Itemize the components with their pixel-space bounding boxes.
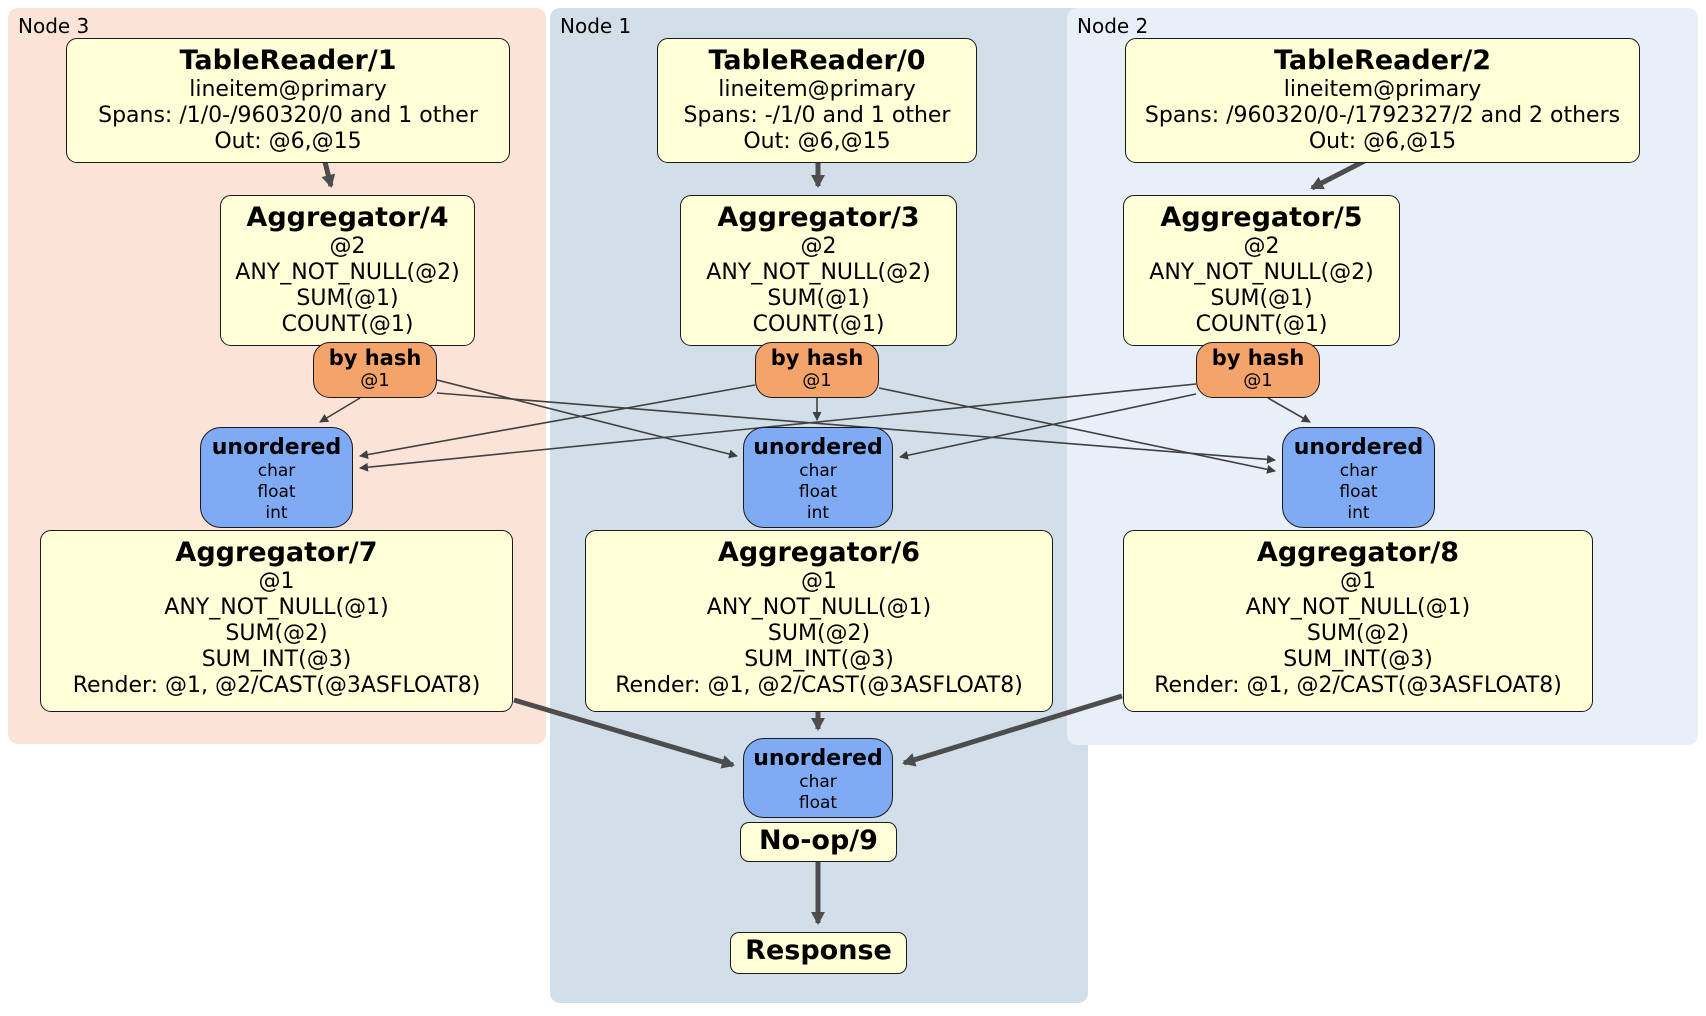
processor-detail: Spans: /1/0-/960320/0 and 1 other [98,103,478,128]
sync-column: int [1347,503,1370,523]
processor-detail: SUM(@2) [767,621,871,646]
processor-aggregator-6: Aggregator/6 @1 ANY_NOT_NULL(@1) SUM(@2)… [585,530,1053,712]
sync-column: char [799,772,837,792]
processor-title: Aggregator/3 [717,202,920,233]
processor-detail: Spans: /960320/0-/1792327/2 and 2 others [1144,103,1621,128]
processor-detail: ANY_NOT_NULL(@2) [1149,260,1374,285]
processor-title: TableReader/0 [708,45,926,76]
processor-tablereader-1: TableReader/1 lineitem@primary Spans: /1… [66,38,510,163]
sync-title: unordered [753,746,883,771]
processor-detail: COUNT(@1) [1195,312,1328,337]
processor-tablereader-0: TableReader/0 lineitem@primary Spans: -/… [657,38,977,163]
processor-tablereader-2: TableReader/2 lineitem@primary Spans: /9… [1125,38,1640,163]
processor-title: Aggregator/6 [717,537,921,568]
router-title: by hash [770,346,864,370]
processor-title: Aggregator/8 [1256,537,1460,568]
router-by-hash-left: by hash @1 [313,342,437,398]
processor-detail: SUM(@1) [767,286,870,311]
processor-detail: Out: @6,@15 [1308,129,1457,154]
processor-detail: Render: @1, @2/CAST(@3ASFLOAT8) [1154,673,1562,698]
processor-detail: SUM_INT(@3) [744,647,894,672]
processor-noop-9: No-op/9 [740,822,897,862]
processor-detail: SUM_INT(@3) [1283,647,1433,672]
processor-title: TableReader/2 [1274,45,1491,76]
processor-detail: lineitem@primary [1283,77,1482,102]
sync-column: float [798,482,838,502]
region-label: Node 3 [18,14,90,38]
sync-title: unordered [753,435,883,460]
processor-detail: @2 [800,234,837,259]
sync-column: char [799,461,837,481]
processor-detail: ANY_NOT_NULL(@2) [235,260,460,285]
region-label: Node 1 [560,14,632,38]
processor-aggregator-4: Aggregator/4 @2 ANY_NOT_NULL(@2) SUM(@1)… [220,195,475,346]
processor-detail: SUM(@1) [296,286,399,311]
processor-detail: @1 [1340,569,1376,594]
router-title: by hash [328,346,422,370]
processor-detail: @1 [258,569,295,594]
processor-detail: @1 [801,569,837,594]
processor-detail: SUM_INT(@3) [201,647,352,672]
sync-column: char [257,461,296,481]
router-title: by hash [1211,346,1305,370]
processor-detail: Render: @1, @2/CAST(@3ASFLOAT8) [615,673,1023,698]
sync-title: unordered [1293,435,1424,460]
sync-unordered-right: unordered char float int [1282,427,1435,528]
router-columns: @1 [360,370,390,391]
processor-detail: lineitem@primary [718,77,916,102]
processor-detail: @2 [329,234,366,259]
processor-detail: ANY_NOT_NULL(@2) [706,260,931,285]
processor-detail: ANY_NOT_NULL(@1) [1245,595,1471,620]
processor-detail: Out: @6,@15 [214,129,362,154]
processor-detail: ANY_NOT_NULL(@1) [706,595,932,620]
sync-column: char [1339,461,1378,481]
sync-unordered-final: unordered char float [743,738,893,818]
sync-column: float [257,482,296,502]
router-columns: @1 [1243,370,1273,391]
router-by-hash-center: by hash @1 [755,342,879,398]
region-label: Node 2 [1077,14,1149,38]
processor-title: TableReader/1 [179,45,397,76]
processor-aggregator-3: Aggregator/3 @2 ANY_NOT_NULL(@2) SUM(@1)… [680,195,957,346]
processor-detail: Spans: -/1/0 and 1 other [683,103,951,128]
processor-detail: lineitem@primary [189,77,387,102]
processor-aggregator-8: Aggregator/8 @1 ANY_NOT_NULL(@1) SUM(@2)… [1123,530,1593,712]
sync-column: int [265,503,288,523]
processor-detail: SUM(@1) [1210,286,1313,311]
sync-unordered-left: unordered char float int [200,427,353,528]
response-node: Response [730,932,907,974]
sync-unordered-center: unordered char float int [743,427,893,528]
processor-detail: Out: @6,@15 [743,129,891,154]
processor-detail: ANY_NOT_NULL(@1) [164,595,389,620]
processor-detail: @2 [1243,234,1280,259]
router-by-hash-right: by hash @1 [1196,342,1320,398]
processor-detail: Render: @1, @2/CAST(@3ASFLOAT8) [72,673,481,698]
router-columns: @1 [802,370,832,391]
processor-aggregator-7: Aggregator/7 @1 ANY_NOT_NULL(@1) SUM(@2)… [40,530,513,712]
sync-column: float [1339,482,1378,502]
processor-title: Aggregator/4 [246,202,449,233]
sync-column: float [798,793,838,813]
sync-title: unordered [211,435,342,460]
processor-detail: COUNT(@1) [752,312,885,337]
processor-aggregator-5: Aggregator/5 @2 ANY_NOT_NULL(@2) SUM(@1)… [1123,195,1400,346]
processor-title: Aggregator/5 [1160,202,1363,233]
processor-detail: SUM(@2) [225,621,328,646]
sync-column: int [806,503,830,523]
processor-detail: SUM(@2) [1306,621,1410,646]
processor-title: Aggregator/7 [175,537,378,568]
processor-title: Response [745,935,892,966]
processor-title: No-op/9 [759,825,878,856]
processor-detail: COUNT(@1) [281,312,414,337]
